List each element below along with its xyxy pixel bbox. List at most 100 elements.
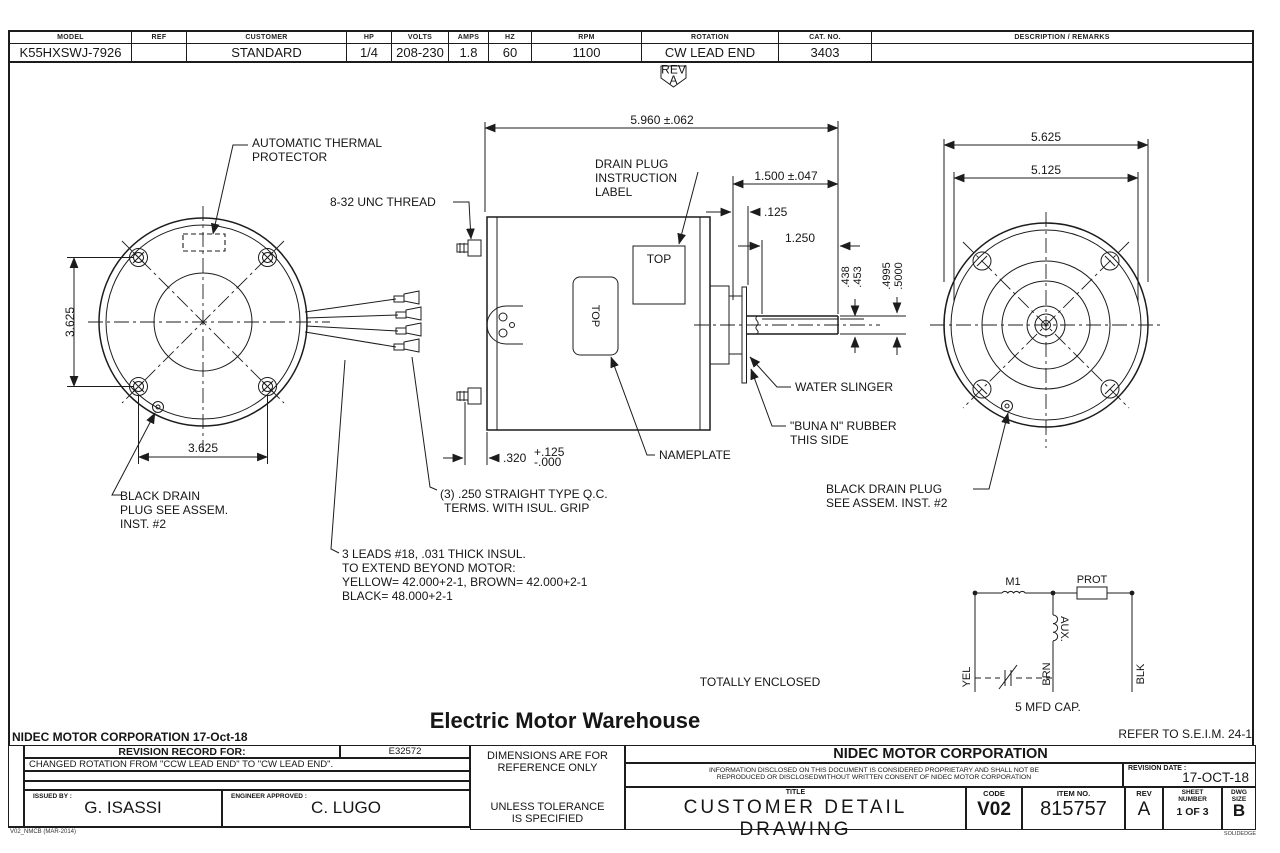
dwg-size-cell: DWG SIZE B [1222,787,1256,830]
aux-winding-coil [1052,614,1059,642]
spec-col-hz: HZ 60 [489,32,532,61]
dim-shaft-extension: 1.500 ±.047 [754,169,818,183]
revision-note: CHANGED ROTATION FROM "CCW LEAD END" TO … [24,758,470,771]
main-winding-coil [1001,590,1026,594]
code-cell: CODE V02 [966,787,1022,830]
dim-bolt-width: 3.625 [188,441,218,455]
label-top-marking: TOP [647,252,671,266]
drain-plug-note: PLUG SEE ASSEM. [120,503,228,517]
thermal-protector-label: PROTECTOR [252,150,327,164]
engineer-approved-label: ENGINEER APPROVED : [231,793,307,800]
mounting-screw [258,377,277,396]
spec-header: MODEL [10,32,131,44]
proprietary-line: INFORMATION DISCLOSED ON THIS DOCUMENT I… [708,767,1040,774]
spec-header: ROTATION [642,32,778,44]
drawing-title: CUSTOMER DETAIL DRAWING [683,797,908,840]
mounting-screw [972,251,992,271]
spec-header: HP [347,32,391,44]
protector-symbol [1076,586,1108,600]
water-slinger-label: WATER SLINGER [795,380,893,394]
spec-col-rpm: RPM 1100 [532,32,642,61]
issued-by-name: G. ISASSI [84,798,162,817]
drain-plug-hole [1001,400,1013,412]
spec-header: CAT. NO. [779,32,871,44]
rev-label: REV [1136,789,1152,798]
lead-wires [304,290,422,353]
rev-flag: REV A [660,63,687,88]
company-name: NIDEC MOTOR CORPORATION [625,745,1256,763]
leads-note: 3 LEADS #18, .031 THICK INSUL. [342,547,526,561]
drain-plug-note: BLACK DRAIN [120,489,200,503]
spec-value [872,44,1252,61]
dimensions-note-line: REFERENCE ONLY [497,762,598,774]
sheet-label-line: NUMBER [1178,796,1207,803]
tolerance-note-line: IS SPECIFIED [511,813,584,825]
drain-plug-note: SEE ASSEM. INST. #2 [826,496,948,510]
spec-col-catno: CAT. NO. 3403 [779,32,872,61]
drain-instruction-label-box [632,245,686,305]
spec-header: CUSTOMER [187,32,346,44]
item-no-label: ITEM NO. [1056,789,1091,798]
spec-header: HZ [489,32,531,44]
drain-label-note: DRAIN PLUG [595,157,668,171]
shaft-break [755,315,759,335]
spec-header: VOLTS [392,32,448,44]
spec-col-amps: AMPS 1.8 [449,32,489,61]
sheet-value: 1 OF 3 [1176,806,1209,818]
item-no-cell: ITEM NO. 815757 [1022,787,1125,830]
sheet-cell: SHEET NUMBER 1 OF 3 [1163,787,1222,830]
dim-shaft-diameter: .4995 [881,262,893,290]
dim-bolt-circle: 5.125 [1031,163,1061,177]
rev-cell: REV A [1125,787,1163,830]
title-cell: TITLE CUSTOMER DETAIL DRAWING [625,787,966,840]
buna-rubber-label: THIS SIDE [790,433,849,447]
spec-value: 60 [502,45,518,60]
dim-tolerance-minus: -.000 [534,455,562,469]
front-view: 3.625 3.625 AUTOMATIC THERMAL PROTECTOR … [63,136,475,531]
spec-col-customer: CUSTOMER STANDARD [187,32,347,61]
spec-col-ref: REF [132,32,187,61]
dim-slinger-offset: .125 [764,205,788,219]
cad-system-note: SOLIDEDGE [1223,831,1256,837]
dim-shaft-diameter: .5000 [893,262,905,290]
drain-plug-note: INST. #2 [120,517,166,531]
spec-col-model: MODEL K55HXSWJ-7926 [10,32,132,61]
revision-row-empty [24,771,470,781]
revision-date-value: 17-OCT-18 [1182,770,1249,785]
seim-reference-note: REFER TO S.E.I.M. 24-1 [1118,727,1252,741]
dim-bolt-height: 3.625 [63,307,77,337]
spec-value [132,44,186,61]
dim-flat-length: 1.250 [785,231,815,245]
tolerance-note: UNLESS TOLERANCE IS SPECIFIED [471,801,624,825]
corporation-date-note: NIDEC MOTOR CORPORATION 17-Oct-18 [12,730,248,744]
spec-header: AMPS [449,32,488,44]
dwg-size-label: DWG SIZE [1223,788,1255,803]
buna-rubber-label: "BUNA N" RUBBER [790,419,897,433]
spec-value: 1100 [572,45,601,60]
spec-value: 3403 [810,45,840,60]
leads-note: TO EXTEND BEYOND MOTOR: [342,561,516,575]
leads-note: BLACK= 48.000+2-1 [342,589,453,603]
enclosure-note: TOTALLY ENCLOSED [700,675,821,689]
nameplate-label: NAMEPLATE [659,448,731,462]
main-winding-label: M1 [1005,576,1020,588]
unc-thread-label: 8-32 UNC THREAD [330,195,436,209]
black-lead-label: BLK [1135,663,1147,684]
capacitor-label: 5 MFD CAP. [1015,700,1081,714]
dim-flat-height: .453 [852,266,864,287]
engineer-approved-cell: ENGINEER APPROVED : C. LUGO [222,790,470,827]
spec-value: 1/4 [359,45,379,60]
revision-row-empty [24,781,470,790]
thread-stud [456,239,482,257]
spec-col-description: DESCRIPTION / REMARKS [872,32,1252,61]
side-view: TOP TOP 5.960 ±.062 1.500 ±. [330,113,906,603]
drain-label-note: INSTRUCTION [595,171,677,185]
aux-winding-label: AUX. [1058,616,1070,642]
dwg-size-value: B [1232,801,1246,820]
spec-value: CW LEAD END [664,45,756,60]
code-value: V02 [977,799,1011,820]
mounting-lug [486,305,523,345]
nameplate-outline [572,276,619,356]
dimensions-note: DIMENSIONS ARE FOR REFERENCE ONLY [471,750,624,774]
tolerance-note-line: UNLESS TOLERANCE [490,801,605,813]
